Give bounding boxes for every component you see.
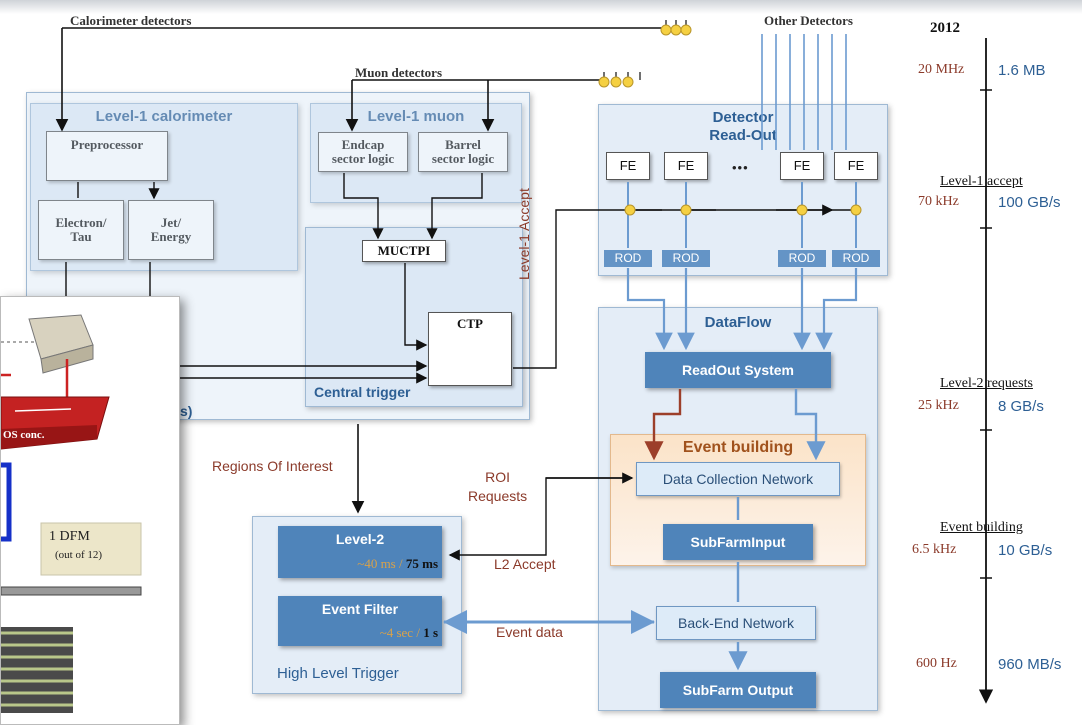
overlay-photo-panel: OS conc. 1 DFM (out of 12) [0, 296, 180, 725]
dfm-sub-label: (out of 12) [55, 549, 103, 561]
detector-readout-title: Detector Read-Out [709, 109, 777, 144]
rod-box-2: ROD [662, 250, 710, 267]
fe-box-3: FE [780, 152, 824, 180]
rod-box-3: ROD [778, 250, 826, 267]
fe-ellipsis: ••• [732, 160, 749, 175]
rate-0: 20 MHz [918, 62, 965, 77]
endcap-sector-logic-box: Endcap sector logic [318, 132, 408, 172]
level2-timing: ~40 ms / 75 ms [357, 556, 438, 572]
rate-label-3: Event building [940, 520, 1023, 535]
dataflow-title: DataFlow [704, 314, 772, 331]
ef-time-max: 1 s [423, 625, 438, 640]
backend-network-box: Back-End Network [656, 606, 816, 640]
subfarm-input-box: SubFarmInput [663, 524, 813, 560]
level2-title: Level-2 [335, 531, 385, 547]
partial-label: s) [180, 403, 193, 419]
level1-calorimeter-title: Level-1 calorimeter [95, 108, 233, 125]
rate-3: 6.5 kHz [912, 542, 957, 557]
calorimeter-detectors-label: Calorimeter detectors [70, 13, 192, 28]
level1-muon-title: Level-1 muon [367, 108, 465, 125]
rate-label-1: Level-1 accept [940, 174, 1023, 189]
year-label: 2012 [930, 20, 960, 36]
subfarm-output-box: SubFarm Output [660, 672, 816, 708]
data-collection-network-box: Data Collection Network [636, 462, 840, 496]
overlay-graphics [1, 314, 142, 713]
bandwidth-3: 10 GB/s [998, 542, 1053, 559]
ctp-box: CTP [428, 312, 512, 386]
event-filter-box: Event Filter ~4 sec / 1 s [278, 596, 442, 646]
bandwidth-1: 100 GB/s [998, 194, 1061, 211]
readout-system-box: ReadOut System [645, 352, 831, 388]
event-data-label: Event data [496, 624, 563, 640]
other-detectors-label: Other Detectors [764, 13, 853, 28]
high-level-trigger-title: High Level Trigger [277, 665, 399, 682]
level1-accept-label: Level-1 Accept [516, 188, 532, 280]
muctpi-box: MUCTPI [362, 240, 446, 262]
jet-energy-box: Jet/ Energy [128, 200, 214, 260]
ros-concentrator-label: OS conc. [3, 429, 45, 441]
l2-accept-label: L2 Accept [494, 556, 556, 572]
event-filter-title: Event Filter [321, 601, 399, 617]
central-trigger-title: Central trigger [314, 384, 411, 400]
ef-time-avg: ~4 sec / [379, 625, 424, 640]
rate-4: 600 Hz [916, 656, 957, 671]
rod-box-4: ROD [832, 250, 880, 267]
fe-box-4: FE [834, 152, 878, 180]
fe-box-1: FE [606, 152, 650, 180]
event-filter-timing: ~4 sec / 1 s [380, 625, 438, 641]
bandwidth-4: 960 MB/s [998, 656, 1062, 673]
regions-of-interest-label: Regions Of Interest [212, 458, 333, 474]
level2-time-max: 75 ms [405, 556, 438, 571]
rate-label-2: Level-2 requests [940, 376, 1033, 391]
bandwidth-2: 8 GB/s [998, 398, 1044, 415]
muon-detectors-label: Muon detectors [355, 65, 443, 80]
dfm-label: 1 DFM [49, 529, 90, 544]
barrel-sector-logic-box: Barrel sector logic [418, 132, 508, 172]
event-building-title: Event building [682, 439, 794, 456]
electron-tau-box: Electron/ Tau [38, 200, 124, 260]
roi-requests-label: ROI Requests [468, 469, 528, 504]
level2-box: Level-2 ~40 ms / 75 ms [278, 526, 442, 578]
rate-1: 70 kHz [918, 194, 959, 209]
fe-box-2: FE [664, 152, 708, 180]
preprocessor-box: Preprocessor [46, 131, 168, 181]
level2-time-avg: ~40 ms / [357, 556, 406, 571]
bandwidth-0: 1.6 MB [998, 62, 1046, 79]
rate-2: 25 kHz [918, 398, 959, 413]
rod-box-1: ROD [604, 250, 652, 267]
